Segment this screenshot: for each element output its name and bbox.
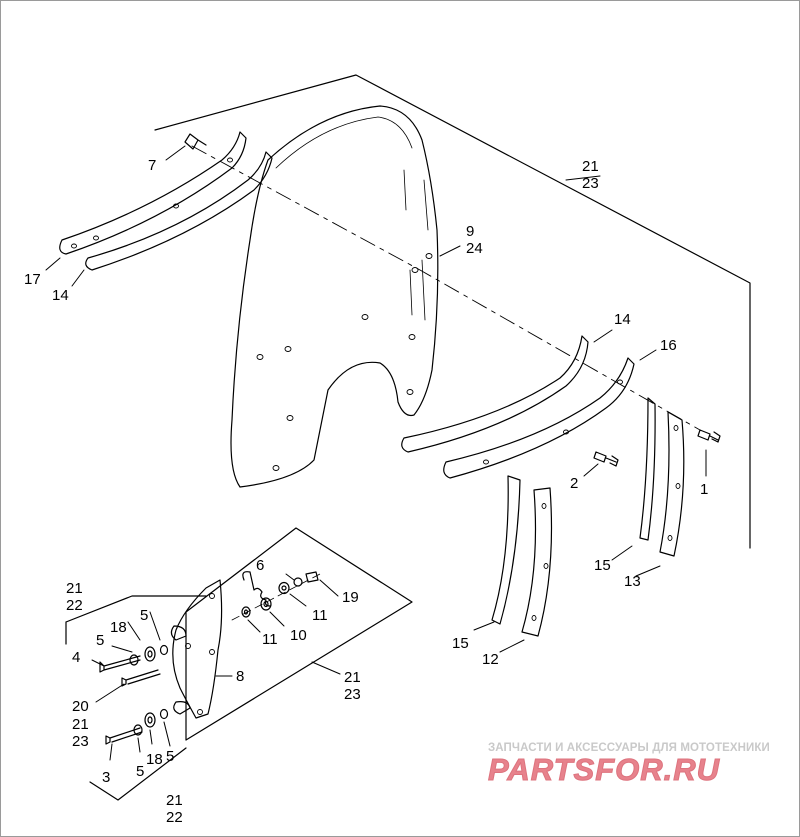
side-strip-15-lower <box>491 475 521 625</box>
callout-21-upper: 21 <box>582 158 599 175</box>
mount-bracket-8-holes <box>185 593 215 715</box>
bracket-slot-lower <box>173 701 191 715</box>
side-trim-13 <box>659 411 685 557</box>
callout-18-lower: 18 <box>146 751 163 768</box>
strip-14-left <box>85 151 273 271</box>
callout-23-upper: 23 <box>582 175 599 192</box>
side-trim-12-holes <box>531 503 549 621</box>
callout-21-bottom: 21 <box>166 792 183 809</box>
screw-2 <box>593 451 619 467</box>
callout-15-upper: 15 <box>594 557 611 574</box>
callout-5-upper: 5 <box>140 607 148 624</box>
windshield-inner-edge <box>275 116 413 169</box>
leader-lines <box>45 145 707 761</box>
callout-19: 19 <box>342 589 359 606</box>
callout-14-left: 14 <box>52 287 69 304</box>
screw-7 <box>184 133 207 150</box>
bolt-20 <box>121 669 161 687</box>
callout-5-right: 5 <box>166 748 174 765</box>
side-strip-15-upper <box>639 397 656 541</box>
callout-17: 17 <box>24 271 41 288</box>
callout-23-bolt: 23 <box>72 733 89 750</box>
callout-21-left: 21 <box>66 580 83 597</box>
callout-21-lower: 21 <box>344 669 361 686</box>
trim-strip-17-holes <box>71 157 233 249</box>
callout-5-mid: 5 <box>96 632 104 649</box>
callout-22-left: 22 <box>66 597 83 614</box>
windshield-highlight <box>403 169 429 321</box>
trim-strip-16-holes <box>483 379 623 465</box>
alignment-axis <box>191 145 701 431</box>
watermark-subtitle: ЗАПЧАСТИ И АКСЕССУАРЫ ДЛЯ МОТОТЕХНИКИ <box>488 742 770 754</box>
group-bracket-21-22-bottom <box>89 747 187 801</box>
callout-22-bottom: 22 <box>166 809 183 826</box>
spring-6 <box>242 571 271 607</box>
callout-4: 4 <box>72 649 80 666</box>
bolt-4 <box>99 655 141 673</box>
callout-13: 13 <box>624 573 641 590</box>
trim-strip-17 <box>59 131 247 255</box>
windshield <box>230 105 439 488</box>
trim-strip-16 <box>443 357 635 479</box>
group-bracket-lower <box>185 527 413 741</box>
side-trim-13-holes <box>667 425 681 541</box>
callout-1: 1 <box>700 481 708 498</box>
group-bracket-upper <box>154 74 751 549</box>
callout-2: 2 <box>570 475 578 492</box>
callout-11-upper: 11 <box>312 607 328 624</box>
hardware-4 <box>129 644 169 666</box>
hardware-3 <box>133 708 169 736</box>
callout-14-right: 14 <box>614 311 631 328</box>
mount-bracket-8 <box>172 579 223 719</box>
callout-5-lower: 5 <box>136 763 144 780</box>
callout-20: 20 <box>72 698 89 715</box>
callout-6: 6 <box>256 557 264 574</box>
hardware-axis <box>231 573 321 621</box>
bolt-3 <box>105 727 143 745</box>
callout-16: 16 <box>660 337 677 354</box>
hardware-upper <box>241 571 319 618</box>
callout-3: 3 <box>102 769 110 786</box>
callout-18-upper: 18 <box>110 619 127 636</box>
callout-10: 10 <box>290 627 307 644</box>
watermark-logo: PARTSFOR.RU <box>488 752 721 788</box>
callout-8: 8 <box>236 668 244 685</box>
bracket-slot <box>170 625 187 641</box>
callout-7: 7 <box>148 157 156 174</box>
callout-15-lower: 15 <box>452 635 469 652</box>
callout-24: 24 <box>466 240 483 257</box>
side-trim-12 <box>521 487 553 637</box>
windshield-holes <box>256 253 433 471</box>
group-bracket-21-22-top <box>65 595 207 645</box>
callout-21-bolt: 21 <box>72 716 89 733</box>
callout-23-lower: 23 <box>344 686 361 703</box>
callout-9: 9 <box>466 223 474 240</box>
callouts: 7 17 14 21 23 9 24 14 16 2 1 15 13 15 12… <box>24 157 708 826</box>
callout-12: 12 <box>482 651 499 668</box>
screw-1 <box>697 429 721 443</box>
strip-14-right <box>401 335 589 453</box>
callout-11-lower: 11 <box>262 631 278 648</box>
